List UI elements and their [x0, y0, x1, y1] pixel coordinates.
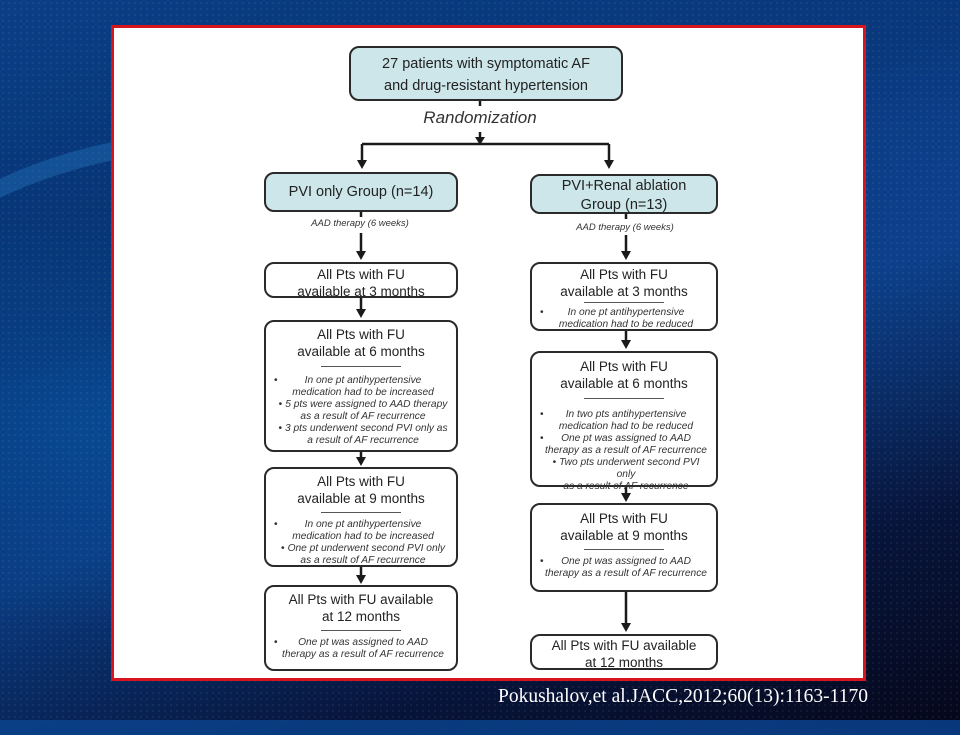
pvi-renal-ablation-group-box: PVI+Renal ablation Group (n=13) [530, 174, 718, 214]
note-line: medication had to be increased [292, 531, 434, 542]
note-line: One pt was assigned to AAD [298, 637, 428, 648]
followup-title-line: All Pts with FU available [551, 638, 697, 653]
note-line: One pt underwent second PVI only [287, 543, 446, 554]
left-followup-9-months: All Pts with FU available at 9 months In… [264, 467, 458, 567]
followup-title-line: All Pts with FU [317, 474, 405, 489]
group-title: Group (n=13) [580, 197, 668, 213]
left-followup-12-months: All Pts with FU available at 12 months O… [264, 585, 458, 671]
right-followup-6-months: All Pts with FU available at 6 months In… [530, 351, 718, 492]
note-line: as a result of AF recurrence [300, 555, 426, 566]
right-therapy-label: AAD therapy (6 weeks) [576, 222, 674, 233]
randomization-label: Randomization [423, 108, 537, 127]
note-line: In one pt antihypertensive [304, 375, 422, 386]
group-title: PVI only Group (n=14) [288, 184, 434, 200]
note-item: 3 pts underwent second PVI only asa resu… [274, 423, 450, 447]
followup-title-line: All Pts with FU available [288, 592, 434, 607]
group-title: PVI+Renal ablation [561, 178, 687, 194]
note-line: One pt was assigned to AAD [561, 433, 691, 444]
divider [321, 512, 401, 513]
note-line: medication had to be reduced [558, 319, 694, 330]
followup-title-line: at 12 months [321, 609, 401, 624]
followup-title-line: All Pts with FU [580, 359, 668, 374]
note-line: In one pt antihypertensive [567, 307, 685, 318]
enrollment-line-2: and drug-resistant hypertension [384, 78, 588, 94]
note-line: 3 pts underwent second PVI only as [285, 423, 448, 434]
right-followup-12-months: All Pts with FU available at 12 months [530, 634, 718, 670]
divider [321, 366, 401, 367]
note-line: as a result of AF recurrence [300, 411, 426, 422]
note-line: One pt was assigned to AAD [561, 556, 691, 567]
enrollment-line-1: 27 patients with symptomatic AF [382, 56, 590, 72]
note-line: a result of AF recurrence [307, 435, 419, 446]
left-followup-3-months: All Pts with FU available at 3 months [264, 262, 458, 299]
note-line: therapy as a result of AF recurrence [545, 445, 707, 456]
followup-title-line: available at 6 months [297, 344, 425, 359]
followup-title-line: All Pts with FU [580, 511, 668, 526]
followup-title-line: at 12 months [584, 655, 664, 670]
note-line: therapy as a result of AF recurrence [282, 649, 444, 660]
figure-panel [111, 25, 866, 681]
followup-title-line: All Pts with FU [317, 327, 405, 342]
divider [321, 630, 401, 631]
enrollment-box: 27 patients with symptomatic AF and drug… [349, 46, 623, 101]
followup-title-line: available at 3 months [297, 284, 425, 299]
divider [584, 549, 664, 550]
followup-title-line: available at 9 months [297, 491, 425, 506]
followup-title-line: All Pts with FU [580, 267, 668, 282]
divider [584, 398, 664, 399]
note-line: 5 pts were assigned to AAD therapy [285, 399, 448, 410]
followup-title-line: available at 9 months [560, 528, 688, 543]
pvi-only-group-box: PVI only Group (n=14) [264, 172, 458, 212]
divider [584, 302, 664, 303]
note-line: In two pts antihypertensive [565, 409, 687, 420]
note-line: as a result of AF recurrence [563, 481, 689, 492]
citation: Pokushalov,et al.JACC,2012;60(13):1163-1… [498, 686, 868, 707]
note-line: medication had to be increased [292, 387, 434, 398]
followup-title-line: available at 3 months [560, 284, 688, 299]
note-line: therapy as a result of AF recurrence [545, 568, 707, 579]
note-line: In one pt antihypertensive [304, 519, 422, 530]
right-followup-3-months: All Pts with FU available at 3 months In… [530, 262, 718, 331]
right-followup-9-months: All Pts with FU available at 9 months On… [530, 503, 718, 592]
left-followup-6-months: All Pts with FU available at 6 months In… [264, 320, 458, 452]
note-line: medication had to be reduced [558, 421, 694, 432]
note-line: Two pts underwent second PVI only [559, 457, 700, 480]
followup-title-line: All Pts with FU [317, 267, 405, 282]
followup-title-line: available at 6 months [560, 376, 688, 391]
left-therapy-label: AAD therapy (6 weeks) [311, 218, 409, 229]
